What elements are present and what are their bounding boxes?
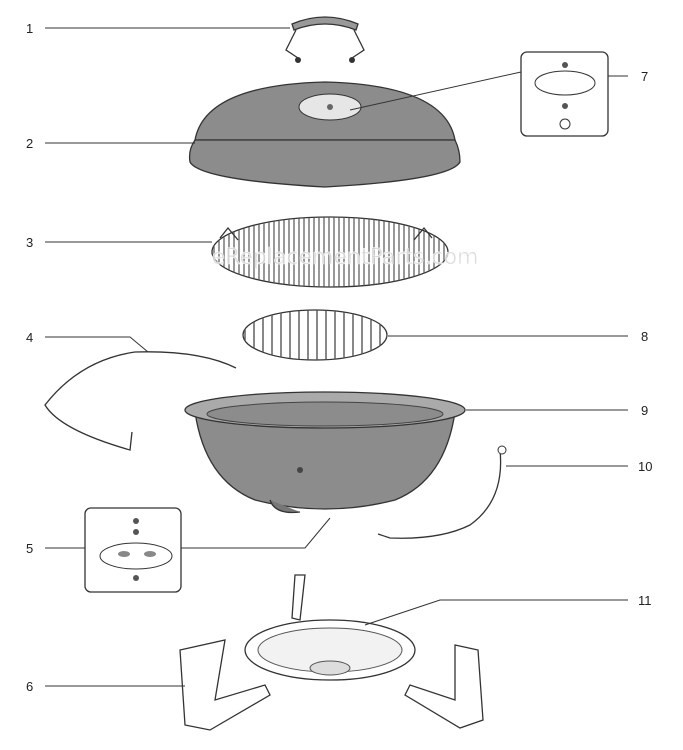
leg-bracket-part xyxy=(377,445,507,539)
callout-6: 6 xyxy=(26,679,33,694)
bottom-damper-part xyxy=(84,507,182,593)
callout-3: 3 xyxy=(26,235,33,250)
lid-part xyxy=(188,81,461,188)
lid-handle-part xyxy=(285,16,365,63)
callout-9: 9 xyxy=(641,403,648,418)
callout-10: 10 xyxy=(638,459,652,474)
callout-4: 4 xyxy=(26,330,33,345)
bowl-part xyxy=(184,391,466,514)
callout-8: 8 xyxy=(641,329,648,344)
legs-part xyxy=(179,639,484,731)
cooking-grate-part xyxy=(211,216,449,288)
wire-handle-part xyxy=(44,351,237,451)
ash-pan-part xyxy=(244,574,416,681)
callout-5: 5 xyxy=(26,541,33,556)
callout-1: 1 xyxy=(26,21,33,36)
callout-7: 7 xyxy=(641,69,648,84)
callout-11: 11 xyxy=(638,593,652,608)
callout-2: 2 xyxy=(26,136,33,151)
charcoal-grate-part xyxy=(242,309,388,361)
top-vent-part xyxy=(520,51,609,137)
leader-lines xyxy=(45,27,628,687)
watermark: eReplacementParts.com xyxy=(212,245,479,270)
